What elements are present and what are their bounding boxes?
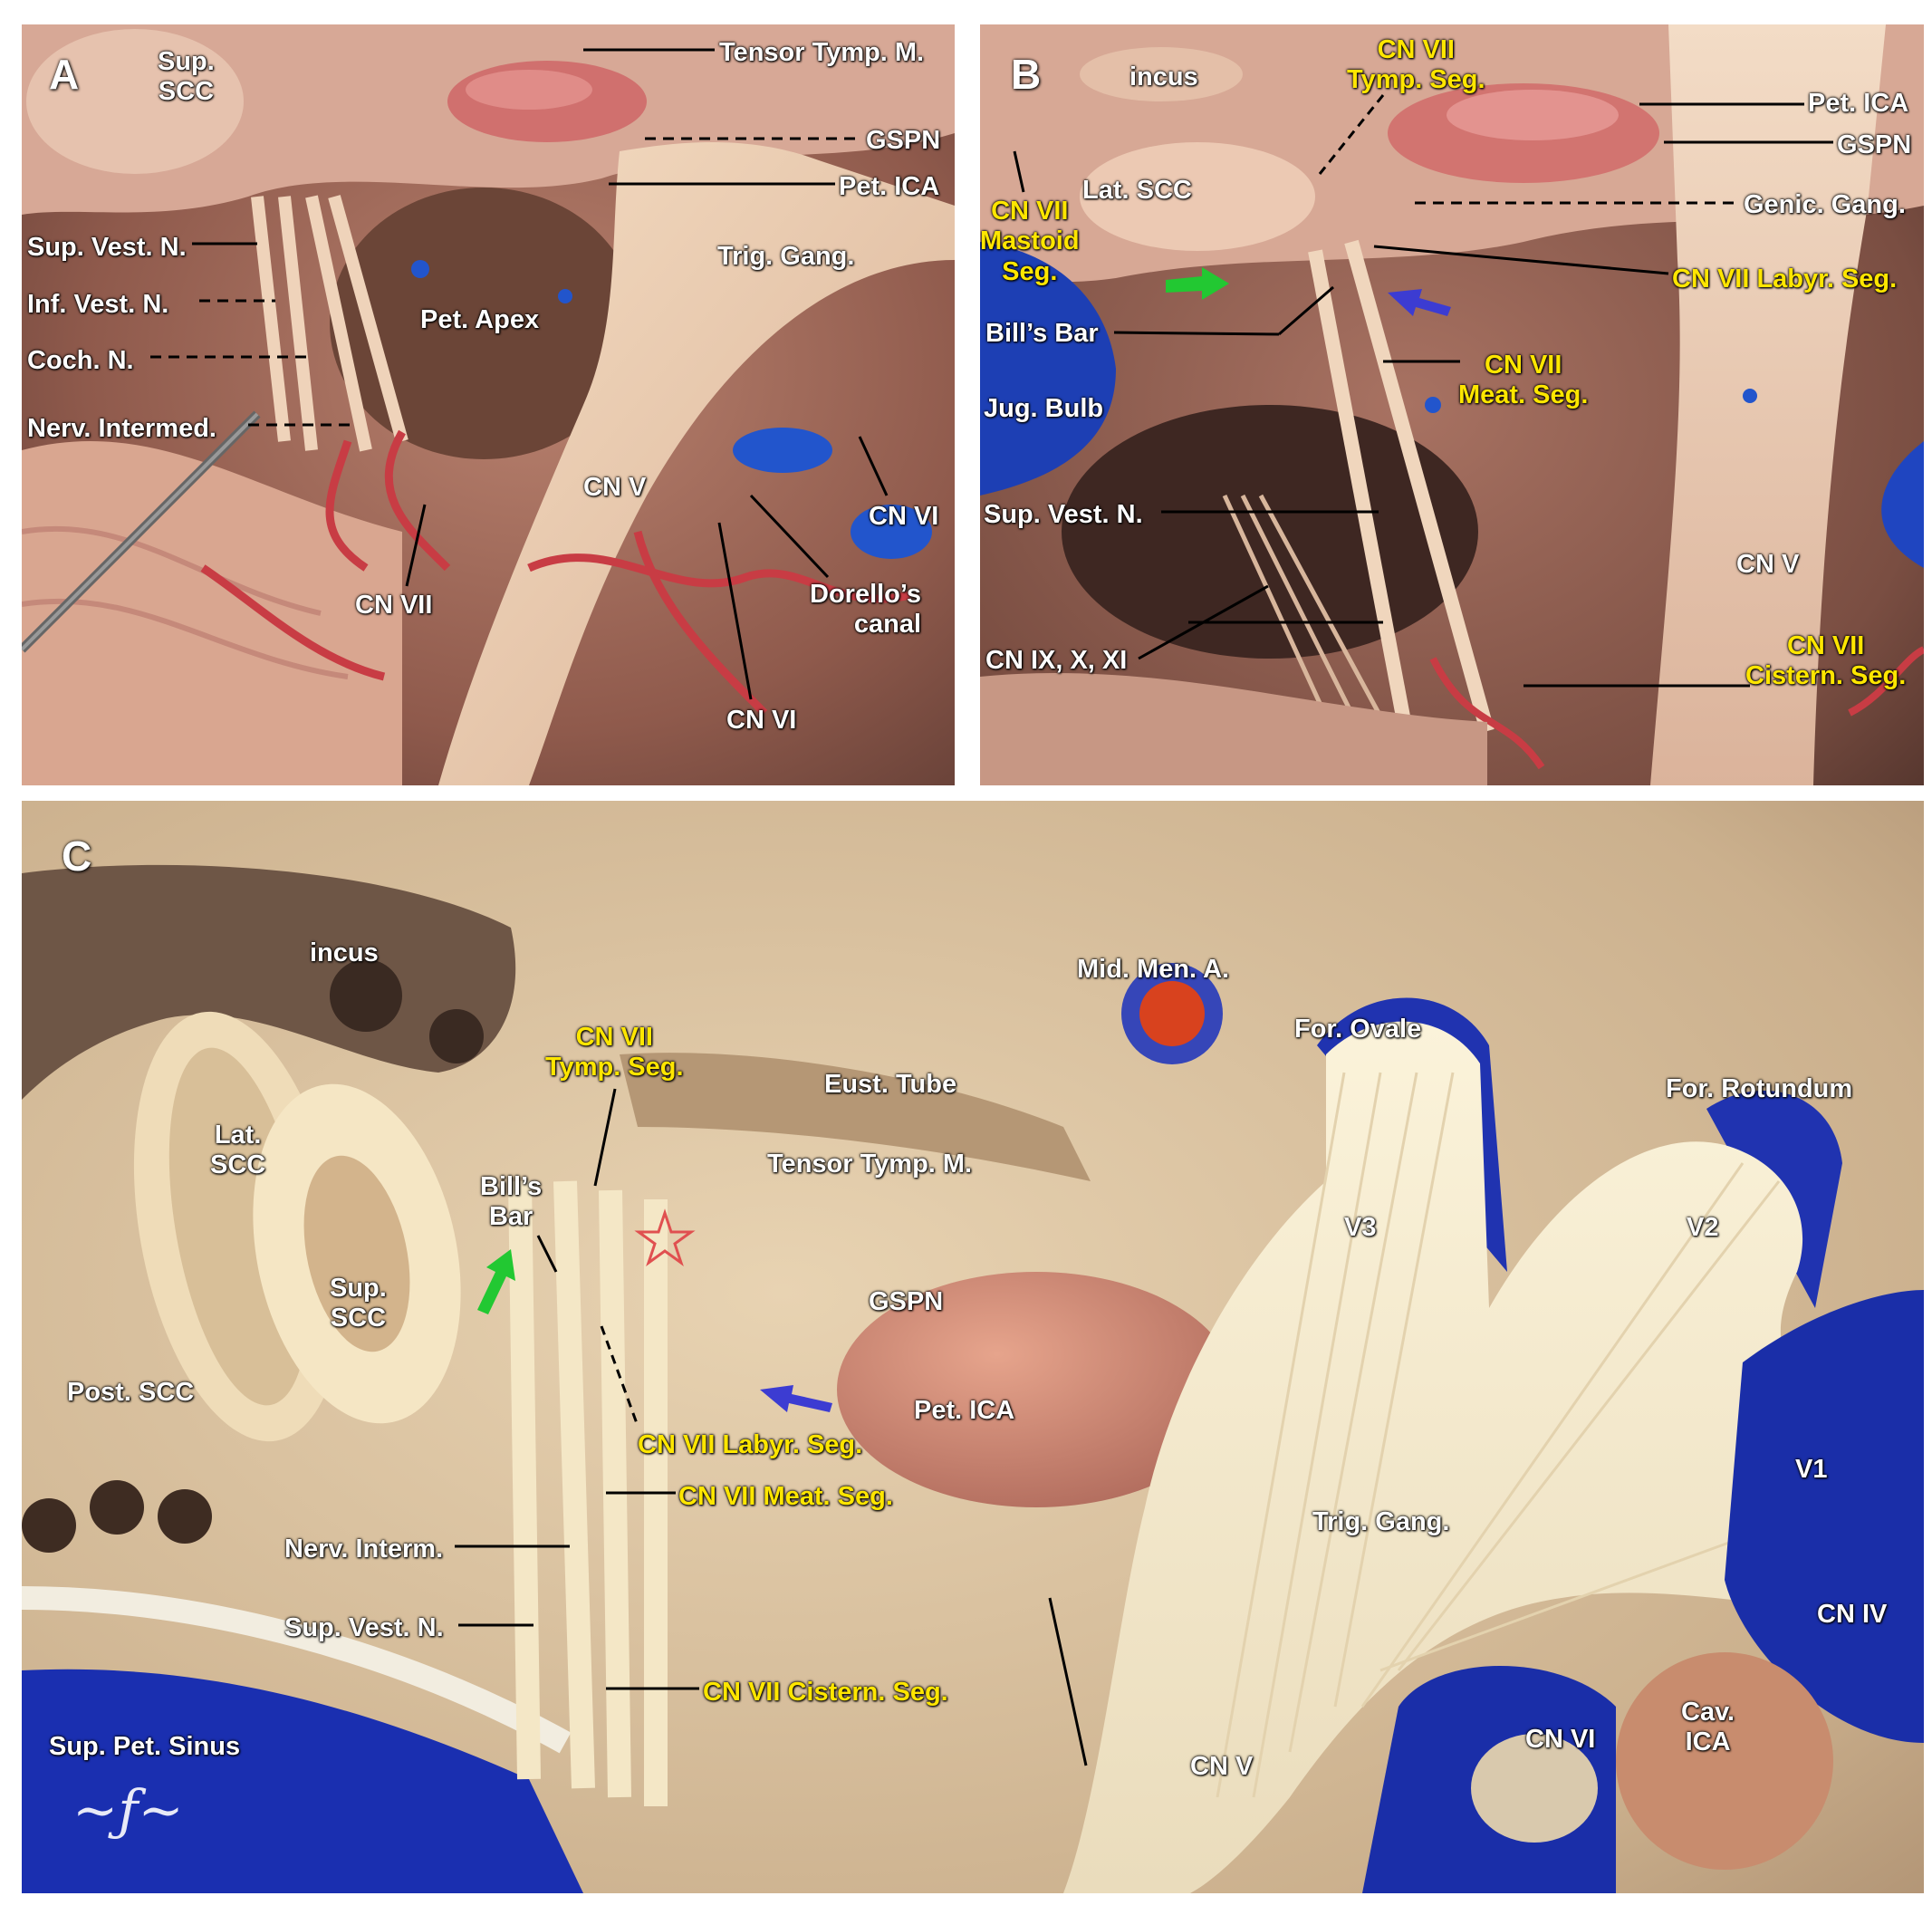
label-sup-vest: Sup. Vest. N. bbox=[27, 233, 187, 262]
label-for-ovale: For. Ovale bbox=[1294, 1015, 1422, 1044]
label-cn7-mastoid-seg: CN VII Mastoid Seg. bbox=[980, 197, 1080, 286]
panel-b-letter: B bbox=[1011, 51, 1042, 98]
star-marker-icon bbox=[634, 1208, 696, 1266]
panel-c-illustration: C incus Mid. Men. A. CN VII Tymp. Seg. F… bbox=[22, 801, 1924, 1893]
label-cn-vi-upper: CN VI bbox=[869, 502, 939, 531]
label-lat-scc: Lat. SCC bbox=[1082, 176, 1192, 205]
label-bills-bar: Bill’s Bar bbox=[480, 1172, 543, 1232]
label-cn7-cistern-seg: CN VII Cistern. Seg. bbox=[703, 1678, 948, 1707]
label-cn-vi-lower: CN VI bbox=[726, 706, 797, 735]
label-gspn: GSPN bbox=[869, 1287, 944, 1316]
label-bills-bar: Bill’s Bar bbox=[985, 319, 1099, 348]
label-cn-vii: CN VII bbox=[355, 591, 433, 620]
panel-b-photo: B incus CN VII Tymp. Seg. Pet. ICA GSPN … bbox=[980, 24, 1924, 785]
label-v2: V2 bbox=[1687, 1213, 1719, 1242]
label-trig-gang: Trig. Gang. bbox=[717, 242, 855, 271]
panel-c-letter: C bbox=[62, 832, 92, 880]
label-pet-ica: Pet. ICA bbox=[914, 1396, 1015, 1425]
panel-c-drawing bbox=[22, 801, 1924, 1893]
label-inf-vest: Inf. Vest. N. bbox=[27, 290, 169, 319]
label-trig-gang: Trig. Gang. bbox=[1312, 1507, 1450, 1536]
label-cn7-tymp-seg: CN VII Tymp. Seg. bbox=[1347, 35, 1485, 95]
label-dorello: Dorello’s canal bbox=[810, 580, 922, 640]
panel-a-letter: A bbox=[49, 51, 80, 98]
label-sup-vest: Sup. Vest. N. bbox=[984, 500, 1143, 529]
label-gspn: GSPN bbox=[866, 126, 941, 155]
blue-arrow-icon bbox=[1388, 289, 1451, 316]
label-sup-vest: Sup. Vest. N. bbox=[284, 1613, 444, 1642]
label-lat-scc: Lat. SCC bbox=[210, 1121, 266, 1180]
label-pet-ica: Pet. ICA bbox=[1808, 89, 1909, 118]
label-cn7-meat-seg: CN VII Meat. Seg. bbox=[678, 1482, 893, 1511]
label-cn-vi: CN VI bbox=[1525, 1725, 1596, 1754]
label-cav-ica: Cav. ICA bbox=[1681, 1698, 1735, 1757]
label-cn7-labyr-seg: CN VII Labyr. Seg. bbox=[638, 1430, 863, 1459]
label-pet-ica: Pet. ICA bbox=[839, 172, 940, 201]
label-cn-v: CN V bbox=[583, 473, 647, 502]
label-cn7-labyr-seg: CN VII Labyr. Seg. bbox=[1672, 265, 1898, 294]
label-tensor-tymp: Tensor Tymp. M. bbox=[719, 38, 925, 67]
green-arrow-icon bbox=[477, 1249, 515, 1314]
label-sup-pet-sinus: Sup. Pet. Sinus bbox=[49, 1732, 241, 1761]
label-cn-v: CN V bbox=[1190, 1752, 1254, 1781]
label-mid-men-a: Mid. Men. A. bbox=[1077, 955, 1230, 984]
label-cn-iv: CN IV bbox=[1817, 1600, 1888, 1629]
label-cn-ix-x-xi: CN IX, X, XI bbox=[985, 646, 1128, 675]
label-sup-scc: Sup. SCC bbox=[158, 47, 215, 107]
label-eust-tube: Eust. Tube bbox=[824, 1070, 957, 1099]
label-pet-apex: Pet. Apex bbox=[420, 305, 540, 334]
label-nerv-interm: Nerv. Interm. bbox=[284, 1535, 444, 1564]
label-genic-gang: Genic. Gang. bbox=[1744, 190, 1906, 219]
panel-a-dissection-image bbox=[22, 24, 955, 785]
label-gspn: GSPN bbox=[1837, 130, 1912, 159]
label-jug-bulb: Jug. Bulb bbox=[984, 394, 1104, 423]
artist-signature: ~ƒ~ bbox=[72, 1779, 184, 1843]
green-arrow-icon bbox=[1166, 267, 1229, 300]
label-for-rotundum: For. Rotundum bbox=[1666, 1074, 1853, 1103]
label-nerv-intermed: Nerv. Intermed. bbox=[27, 414, 216, 443]
panel-a-photo: A Sup. SCC Tensor Tymp. M. GSPN Pet. ICA… bbox=[22, 24, 955, 785]
label-cn-v: CN V bbox=[1736, 550, 1800, 579]
label-coch: Coch. N. bbox=[27, 346, 134, 375]
label-post-scc: Post. SCC bbox=[67, 1378, 195, 1407]
blue-arrow-icon bbox=[760, 1385, 832, 1412]
label-tensor-tymp: Tensor Tymp. M. bbox=[767, 1150, 973, 1179]
label-incus: incus bbox=[1129, 63, 1198, 91]
label-incus: incus bbox=[310, 938, 379, 967]
label-v3: V3 bbox=[1344, 1213, 1377, 1242]
label-cn7-meat-seg: CN VII Meat. Seg. bbox=[1458, 351, 1589, 410]
label-cn7-tymp-seg: CN VII Tymp. Seg. bbox=[545, 1023, 684, 1083]
label-cn7-cistern-seg: CN VII Cistern. Seg. bbox=[1745, 631, 1907, 691]
label-v1: V1 bbox=[1795, 1455, 1828, 1484]
label-sup-scc: Sup. SCC bbox=[330, 1274, 387, 1333]
